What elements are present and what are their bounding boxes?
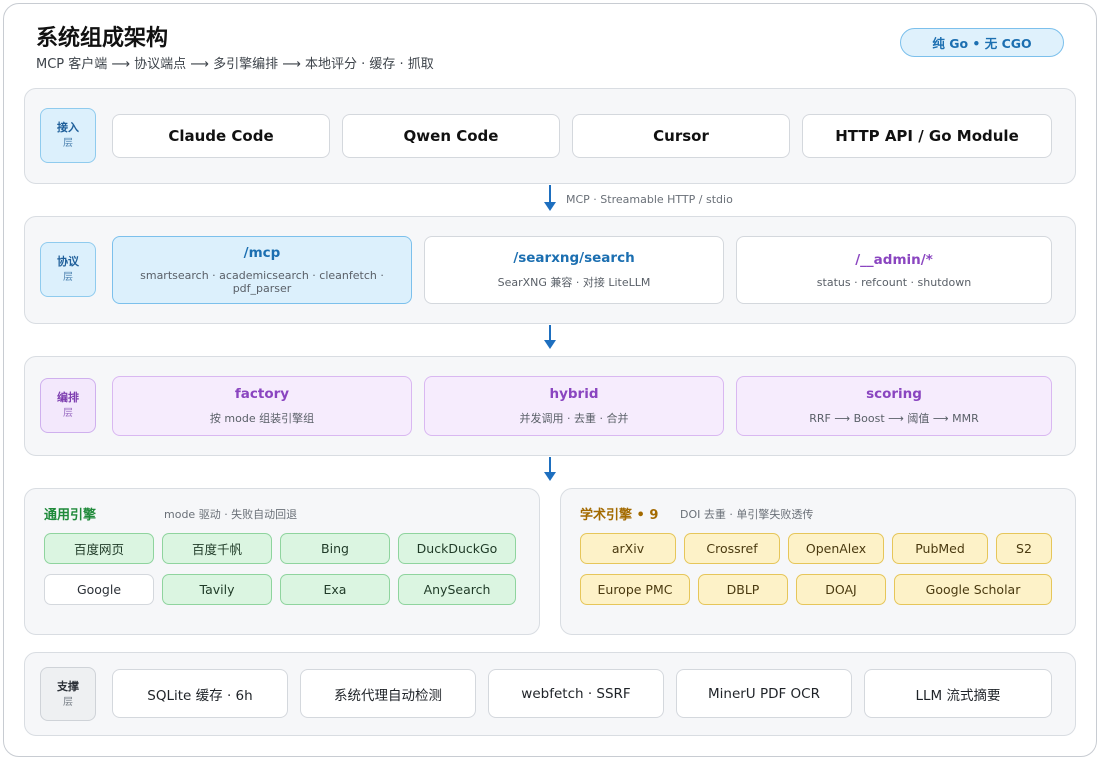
module-hybrid-name: hybrid [549, 386, 599, 402]
module-factory: factory 按 mode 组装引擎组 [112, 376, 412, 436]
engine-exa: Exa [280, 574, 390, 605]
engine-tavily: Tavily [162, 574, 272, 605]
support-proxy-detection: 系统代理自动检测 [300, 669, 476, 718]
support-sqlite-cache: SQLite 缓存 · 6h [112, 669, 288, 718]
endpoint-admin-path: /__admin/* [855, 251, 933, 268]
engine-dblp: DBLP [698, 574, 788, 605]
engine-crossref: Crossref [684, 533, 780, 564]
engine-baidu-web: 百度网页 [44, 533, 154, 564]
general-engines-note: mode 驱动 · 失败自动回退 [164, 508, 298, 521]
access-layer-tag-sub: 层 [63, 138, 73, 149]
access-layer-tag: 接入 层 [40, 108, 96, 163]
page-subtitle: MCP 客户端 ⟶ 协议端点 ⟶ 多引擎编排 ⟶ 本地评分 · 缓存 · 抓取 [36, 57, 434, 72]
engine-baidu-qianfan: 百度千帆 [162, 533, 272, 564]
page-title: 系统组成架构 [36, 26, 169, 51]
access-layer-tag-main: 接入 [57, 121, 79, 134]
module-hybrid-desc: 并发调用 · 去重 · 合并 [519, 412, 629, 425]
orchestration-layer-tag-sub: 层 [63, 408, 73, 419]
client-qwen-code: Qwen Code [342, 114, 560, 158]
arrow-access-to-protocol-label: MCP · Streamable HTTP / stdio [566, 193, 733, 206]
module-hybrid: hybrid 并发调用 · 去重 · 合并 [424, 376, 724, 436]
general-engines-title: 通用引擎 [44, 508, 97, 523]
engine-bing: Bing [280, 533, 390, 564]
module-scoring-desc: RRF ⟶ Boost ⟶ 阈值 ⟶ MMR [809, 412, 979, 425]
endpoint-mcp-path: /mcp [243, 245, 281, 261]
support-layer-tag-sub: 层 [63, 696, 73, 708]
support-layer-tag-main: 支撑 [57, 679, 79, 693]
protocol-layer-tag: 协议 层 [40, 242, 96, 297]
academic-engines-title: 学术引擎 • 9 [580, 508, 659, 523]
engine-doaj: DOAJ [796, 574, 886, 605]
engine-duckduckgo: DuckDuckGo [398, 533, 516, 564]
arrow-orchestration-to-engines [544, 457, 556, 481]
endpoint-searxng-desc: SearXNG 兼容 · 对接 LiteLLM [497, 276, 651, 289]
support-webfetch: webfetch · SSRF [488, 669, 664, 718]
engine-arxiv: arXiv [580, 533, 676, 564]
runtime-badge: 纯 Go • 无 CGO [900, 28, 1064, 57]
engine-google-scholar: Google Scholar [894, 574, 1052, 605]
protocol-layer-tag-main: 协议 [57, 255, 79, 268]
module-factory-desc: 按 mode 组装引擎组 [209, 412, 315, 425]
orchestration-layer-tag-main: 编排 [57, 391, 79, 404]
arrow-access-to-protocol [544, 185, 556, 211]
arrow-protocol-to-orchestration [544, 325, 556, 349]
client-claude-code: Claude Code [112, 114, 330, 158]
client-cursor: Cursor [572, 114, 790, 158]
endpoint-mcp-desc: smartsearch · academicsearch · cleanfetc… [140, 269, 384, 295]
academic-engines-note: DOI 去重 · 单引擎失败透传 [680, 508, 814, 521]
module-scoring: scoring RRF ⟶ Boost ⟶ 阈值 ⟶ MMR [736, 376, 1052, 436]
engine-s2: S2 [996, 533, 1052, 564]
endpoint-admin-desc: status · refcount · shutdown [816, 275, 972, 289]
engine-pubmed: PubMed [892, 533, 988, 564]
support-mineru-ocr: MinerU PDF OCR [676, 669, 852, 718]
support-layer-tag: 支撑 层 [40, 667, 96, 721]
endpoint-searxng-path: /searxng/search [513, 250, 635, 266]
endpoint-searxng: /searxng/search SearXNG 兼容 · 对接 LiteLLM [424, 236, 724, 304]
client-http-api: HTTP API / Go Module [802, 114, 1052, 158]
orchestration-layer-tag: 编排 层 [40, 378, 96, 433]
engine-openalex: OpenAlex [788, 533, 884, 564]
engine-europe-pmc: Europe PMC [580, 574, 690, 605]
engine-google: Google [44, 574, 154, 605]
support-llm-summary: LLM 流式摘要 [864, 669, 1052, 718]
engine-anysearch: AnySearch [398, 574, 516, 605]
endpoint-admin: /__admin/* status · refcount · shutdown [736, 236, 1052, 304]
module-factory-name: factory [234, 386, 290, 402]
module-scoring-name: scoring [866, 386, 922, 402]
endpoint-mcp: /mcp smartsearch · academicsearch · clea… [112, 236, 412, 304]
protocol-layer-tag-sub: 层 [63, 272, 73, 283]
